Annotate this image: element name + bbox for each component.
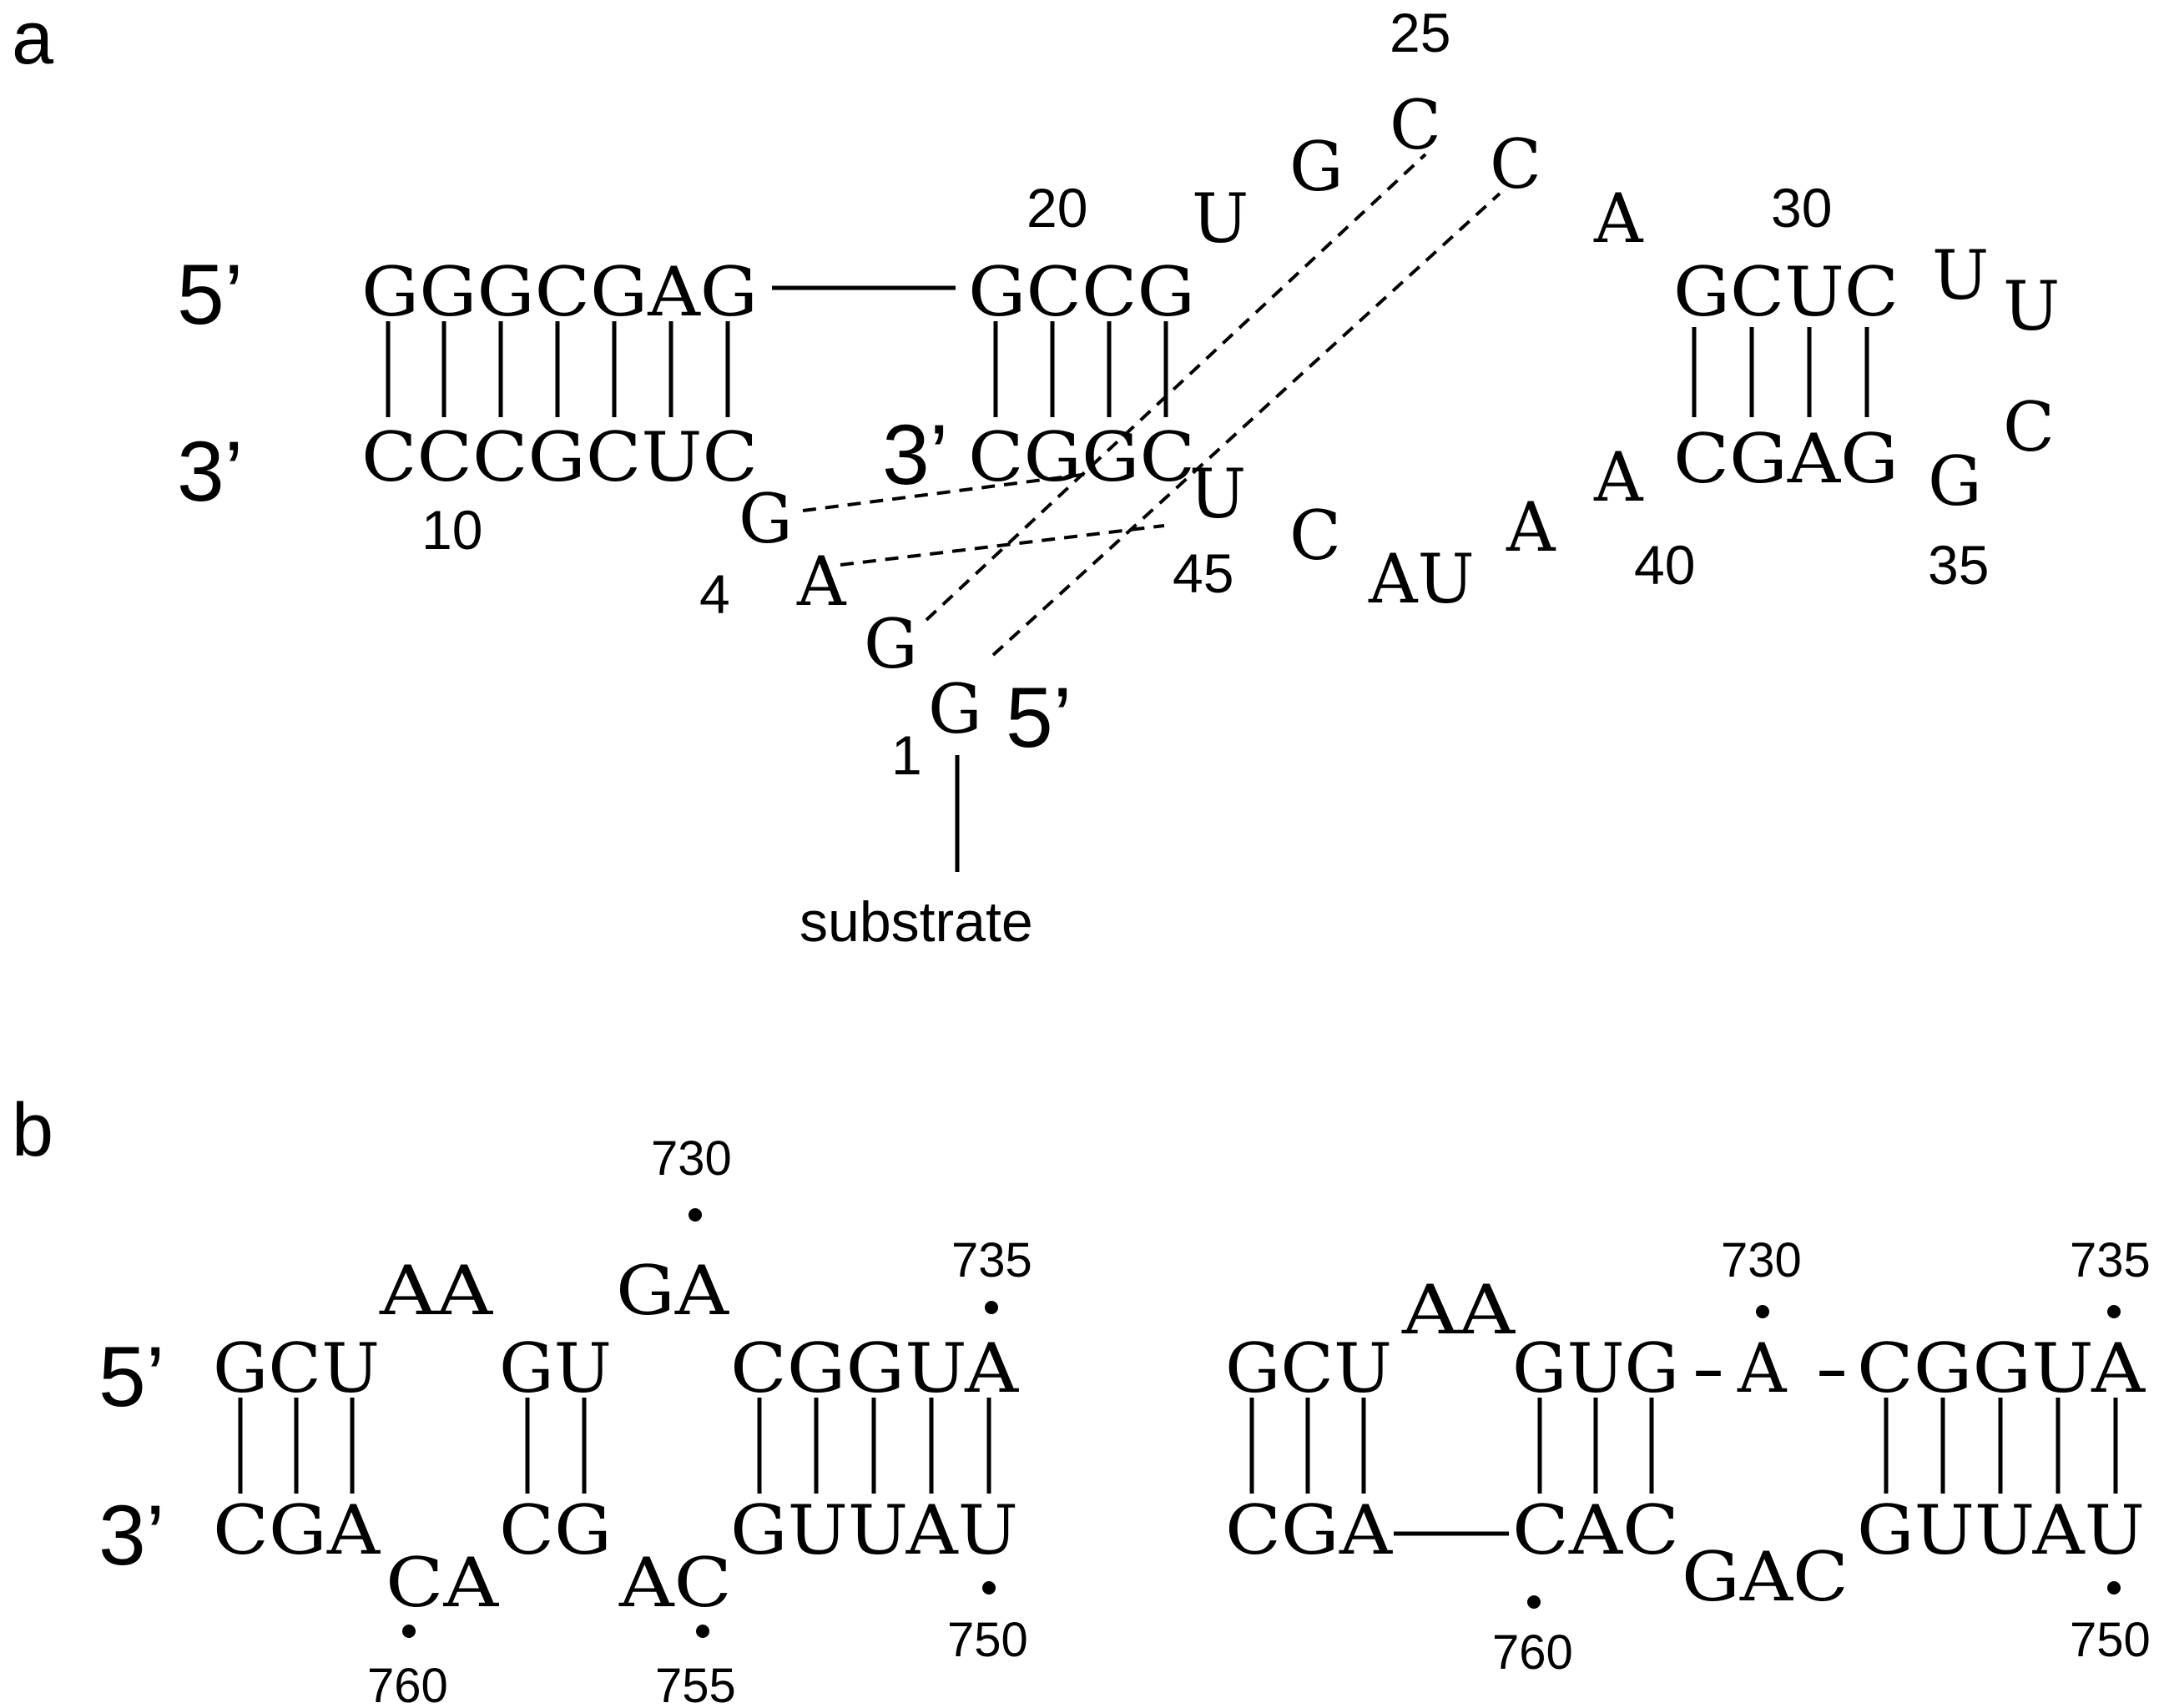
left-residue-number-755: 755 bbox=[655, 1659, 736, 1708]
position-marker-dot bbox=[402, 1625, 416, 1638]
nt-a: A bbox=[1593, 180, 1644, 259]
left-bulge-ac: AC bbox=[618, 1544, 732, 1623]
right-residue-number-730: 730 bbox=[1721, 1233, 1802, 1287]
right-unpaired-a: A bbox=[1737, 1330, 1788, 1408]
stem2-top-strand: GCCG bbox=[968, 254, 1195, 332]
position-marker-dot bbox=[1756, 1305, 1769, 1318]
residue-number-30: 30 bbox=[1771, 177, 1832, 239]
left-residue-number-735: 735 bbox=[951, 1233, 1032, 1287]
right-bottom-segment-2: CAC bbox=[1512, 1492, 1679, 1570]
nt-substrate-g1: G bbox=[928, 671, 982, 749]
nt-u: U bbox=[1192, 180, 1248, 259]
nt-substrate-a: A bbox=[796, 543, 847, 622]
right-bulge-aa: AA bbox=[1401, 1272, 1516, 1350]
residue-number-4: 4 bbox=[699, 563, 730, 625]
panel-b: b 5’ 3’ GCU AA GU GA CGGUA CGA CA CG AC … bbox=[12, 1089, 2151, 1708]
residue-number-25: 25 bbox=[1390, 2, 1450, 63]
nt-substrate-g-mid: G bbox=[864, 606, 918, 684]
position-marker-dot bbox=[2107, 1305, 2121, 1318]
right-bottom-segment-3: GUUAU bbox=[1857, 1492, 2145, 1570]
dashed-interaction-line bbox=[802, 471, 1096, 512]
nt-g: G bbox=[1289, 128, 1344, 207]
left-base-pairs bbox=[238, 1398, 991, 1494]
left-three-prime-label: 3’ bbox=[98, 1488, 164, 1583]
residue-number-10: 10 bbox=[421, 499, 482, 561]
left-top-segment-2: GU bbox=[499, 1330, 612, 1408]
position-marker-dot bbox=[696, 1625, 709, 1638]
left-bulge-ga: GA bbox=[616, 1252, 730, 1331]
left-bottom-segment-2: CG bbox=[499, 1492, 612, 1570]
left-bottom-segment-1: CGA bbox=[213, 1492, 381, 1570]
left-residue-number-750: 750 bbox=[947, 1613, 1028, 1667]
substrate-label: substrate bbox=[800, 890, 1033, 954]
five-prime-label: 5’ bbox=[177, 247, 243, 342]
nt-c25: C bbox=[1390, 87, 1441, 165]
stem1-base-pairs bbox=[386, 321, 730, 417]
position-marker-dot bbox=[985, 1301, 998, 1314]
position-marker-dot bbox=[689, 1208, 702, 1222]
nt-c: C bbox=[1490, 126, 1541, 204]
left-residue-number-730: 730 bbox=[651, 1131, 732, 1186]
three-prime-label: 3’ bbox=[177, 424, 243, 519]
dashed-interaction-line bbox=[991, 192, 1501, 657]
stem2-bottom-strand: CGGC bbox=[968, 419, 1195, 497]
panel-b-label: b bbox=[12, 1089, 53, 1172]
left-top-segment-3: CGGUA bbox=[730, 1330, 1020, 1408]
nt-substrate-g-top: G bbox=[739, 481, 793, 559]
nt-hairpin-g: G bbox=[1928, 443, 1982, 521]
right-residue-number-735: 735 bbox=[2070, 1233, 2151, 1287]
panel-b-right-structure: GCU AA GUG - A - CGGUA CGA CAC GAC GUUAU bbox=[1225, 1233, 2151, 1680]
residue-number-40: 40 bbox=[1634, 534, 1695, 596]
right-top-segment-2: GUG bbox=[1512, 1330, 1679, 1408]
nt-junction-a2: A bbox=[1506, 489, 1556, 567]
nt-junction-c: C bbox=[1289, 497, 1341, 576]
nt-hairpin-u2: U bbox=[2003, 268, 2060, 346]
right-residue-number-760: 760 bbox=[1492, 1625, 1573, 1680]
stem1-top-strand: GGGCGAG bbox=[361, 254, 758, 332]
right-top-segment-1: GCU bbox=[1225, 1330, 1392, 1408]
residue-number-20: 20 bbox=[1027, 177, 1087, 239]
left-five-prime-label: 5’ bbox=[98, 1329, 164, 1424]
stem2-three-prime-label: 3’ bbox=[882, 407, 948, 502]
right-connector-dash-2: - bbox=[1815, 1330, 1849, 1408]
stem2-base-pairs bbox=[993, 321, 1168, 417]
nt-hairpin-u1: U bbox=[1932, 237, 1989, 315]
right-bottom-segment-1: CGA bbox=[1225, 1492, 1394, 1570]
hairpin-bottom-strand: CGAG bbox=[1673, 421, 1899, 499]
tertiary-interactions bbox=[802, 153, 1501, 657]
right-top-segment-3: CGGUA bbox=[1857, 1330, 2146, 1408]
nt-hairpin-c: C bbox=[2003, 389, 2055, 467]
panel-a: a 5’ 3’ GGGCGAG CCCGCUC GCCG 3’ CGGC U G bbox=[12, 0, 2060, 954]
right-residue-number-750: 750 bbox=[2070, 1613, 2151, 1667]
dashed-interaction-line bbox=[925, 153, 1427, 622]
residue-number-1: 1 bbox=[891, 724, 922, 786]
right-bulge-gac: GAC bbox=[1682, 1539, 1849, 1617]
right-connector-dash-1: - bbox=[1692, 1330, 1725, 1408]
hairpin-top-strand: GCUC bbox=[1673, 254, 1899, 332]
position-marker-dot bbox=[982, 1581, 996, 1595]
left-residue-number-760: 760 bbox=[367, 1659, 448, 1708]
right-base-pairs bbox=[1249, 1398, 2118, 1494]
position-marker-dot bbox=[2107, 1581, 2121, 1595]
left-bulge-ca: CA bbox=[386, 1544, 500, 1623]
left-top-segment-1: GCU bbox=[213, 1330, 380, 1408]
hairpin-base-pairs bbox=[1692, 327, 1869, 417]
residue-number-35: 35 bbox=[1928, 534, 1989, 596]
residue-number-45: 45 bbox=[1173, 542, 1233, 604]
substrate-five-prime-label: 5’ bbox=[1006, 670, 1072, 765]
nt-junction-a1: A bbox=[1593, 439, 1644, 517]
nt-junction-au: AU bbox=[1368, 541, 1475, 619]
stem1-bottom-strand: CCCGCUC bbox=[361, 419, 758, 497]
dashed-interaction-line bbox=[840, 524, 1165, 567]
position-marker-dot bbox=[1527, 1595, 1541, 1609]
panel-b-left-structure: 5’ 3’ GCU AA GU GA CGGUA CGA CA CG AC GU… bbox=[98, 1131, 1032, 1708]
panel-a-label: a bbox=[12, 0, 54, 80]
left-bulge-aa: AA bbox=[379, 1252, 494, 1331]
left-bottom-segment-3: GUUAU bbox=[730, 1492, 1018, 1570]
